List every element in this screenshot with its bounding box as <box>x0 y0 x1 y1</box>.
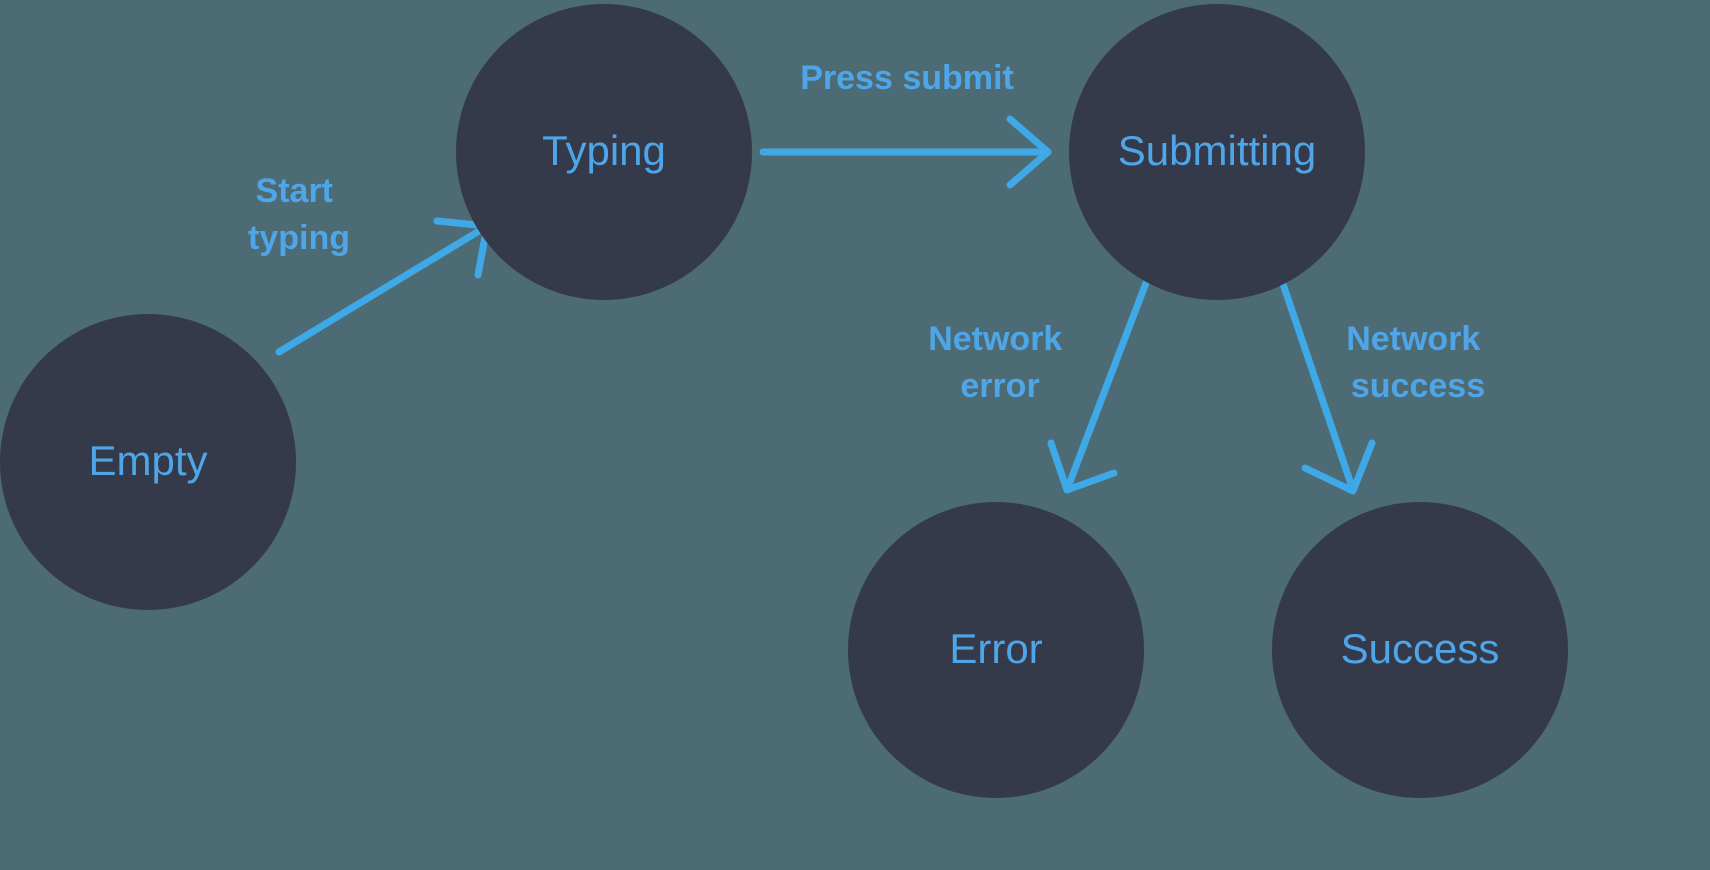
edge-label-press-submit: Press submit <box>800 59 1014 97</box>
node-label: Submitting <box>1118 127 1316 174</box>
node-typing[interactable]: Typing <box>456 4 752 300</box>
edge-line <box>275 224 488 356</box>
edge-label-line: error <box>960 367 1039 405</box>
edge-label-line: Network <box>928 320 1062 358</box>
node-label: Error <box>949 625 1042 672</box>
node-circle[interactable] <box>456 4 752 300</box>
edge-label-line: Press submit <box>800 59 1014 97</box>
edge-empty-to-typing: Start typing <box>248 172 491 356</box>
node-label: Empty <box>88 437 207 484</box>
node-error[interactable]: Error <box>848 502 1144 798</box>
node-success[interactable]: Success <box>1272 502 1568 798</box>
edge-label-network-error: Network error <box>928 320 1072 405</box>
node-empty[interactable]: Empty <box>0 314 296 610</box>
node-circle[interactable] <box>848 502 1144 798</box>
node-circle[interactable] <box>0 314 296 610</box>
arrowhead-icon <box>1006 115 1052 189</box>
edge-line <box>1279 280 1356 491</box>
edge-label-line: Network <box>1346 320 1480 358</box>
node-label: Success <box>1341 625 1500 672</box>
edge-label-network-success: Network success <box>1346 320 1490 405</box>
edge-submitting-to-success: Network success <box>1279 280 1490 495</box>
edge-typing-to-submitting: Press submit <box>759 59 1052 189</box>
edge-label-line: Start <box>256 172 333 210</box>
edge-line <box>1064 279 1150 491</box>
node-label: Typing <box>542 127 666 174</box>
arrowhead-icon <box>1047 439 1118 494</box>
edge-label-line: typing <box>248 219 350 257</box>
arrowhead-icon <box>1301 439 1376 495</box>
edge-label-start-typing: Start typing <box>248 172 350 257</box>
node-submitting[interactable]: Submitting <box>1069 4 1365 300</box>
edge-label-line: success <box>1351 367 1485 405</box>
edge-submitting-to-error: Network error <box>928 279 1150 494</box>
node-circle[interactable] <box>1069 4 1365 300</box>
node-circle[interactable] <box>1272 502 1568 798</box>
